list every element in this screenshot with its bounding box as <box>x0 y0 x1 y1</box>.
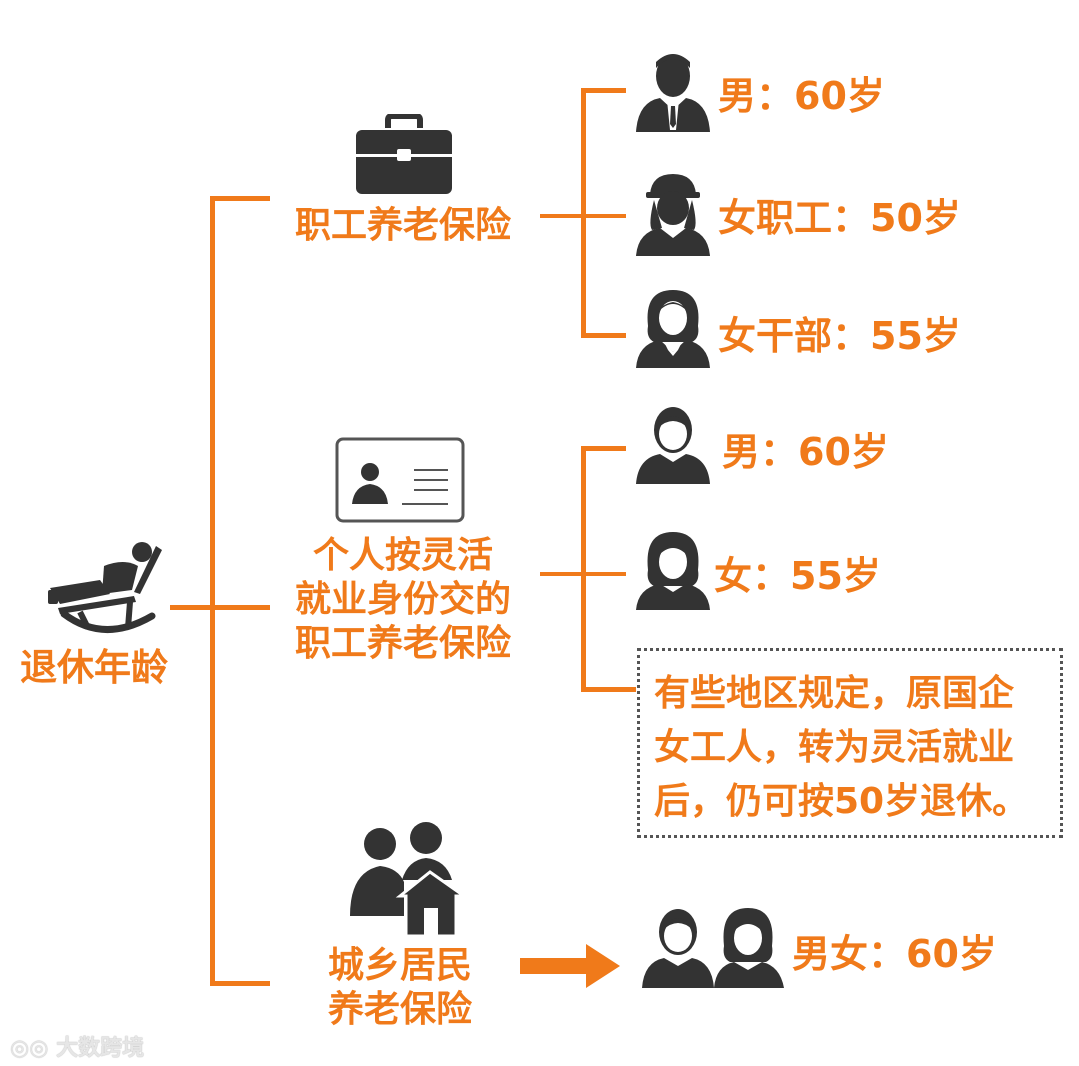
note-line-3: 后，仍可按50岁退休。 <box>654 781 1029 822</box>
branch1-leaf1: 男：60岁 <box>718 74 885 118</box>
branch1-label: 职工养老保险 <box>268 204 538 248</box>
root-label: 退休年龄 <box>20 646 168 689</box>
branch3-label-line-2: 养老保险 <box>327 989 472 1030</box>
trunk-tick-middle <box>210 605 270 610</box>
rocking-chair-icon <box>48 542 162 633</box>
man-icon <box>636 407 710 484</box>
note-line-2: 女工人，转为灵活就业 <box>654 727 1015 768</box>
branch1-leaf2: 女职工：50岁 <box>718 196 961 240</box>
woman-icon <box>636 532 710 610</box>
branch1-tick-3 <box>581 333 626 338</box>
branch1-tick-2 <box>581 214 626 218</box>
branch2-label-line-2: 就业身份交的 <box>294 579 511 620</box>
branch2-leaf2: 女：55岁 <box>714 554 881 598</box>
id-card-icon <box>335 437 465 523</box>
woman-cadre-icon <box>636 290 710 368</box>
watermark-logo-icon: ◎◎ <box>10 1036 57 1061</box>
branch2-label-line-3: 职工养老保险 <box>294 623 511 664</box>
man-woman-pair-icon <box>642 908 784 988</box>
trunk-tick-top <box>210 196 270 201</box>
man-suit-icon <box>636 54 710 132</box>
family-home-icon <box>350 822 469 936</box>
branch2-label-line-1: 个人按灵活 <box>312 535 493 576</box>
branch2-tick-1 <box>581 446 626 451</box>
branch3-leaf1: 男女：60岁 <box>792 932 997 976</box>
branch2-connector <box>540 572 585 576</box>
branch1-bracket <box>581 88 586 338</box>
branch3-label-line-1: 城乡居民 <box>327 945 472 986</box>
arrow-right-icon <box>520 944 620 988</box>
branch1-tick-1 <box>581 88 626 93</box>
root-connector <box>170 605 215 610</box>
branch1-leaf3: 女干部：55岁 <box>718 314 961 358</box>
branch2-tick-3 <box>581 687 636 692</box>
briefcase-icon <box>356 114 452 194</box>
branch2-leaf1: 男：60岁 <box>722 430 889 474</box>
main-trunk <box>210 196 215 986</box>
branch1-label-line: 职工养老保险 <box>294 205 511 246</box>
branch1-connector <box>540 214 585 218</box>
branch2-label: 个人按灵活 就业身份交的 职工养老保险 <box>268 534 538 666</box>
branch2-tick-2 <box>581 572 626 576</box>
watermark: ◎◎ 大数跨境 <box>10 1030 144 1062</box>
trunk-tick-bottom <box>210 981 270 986</box>
regional-note-box: 有些地区规定，原国企 女工人，转为灵活就业 后，仍可按50岁退休。 <box>637 648 1063 838</box>
branch2-bracket <box>581 446 586 692</box>
note-line-1: 有些地区规定，原国企 <box>654 673 1015 714</box>
branch3-label: 城乡居民 养老保险 <box>300 944 500 1032</box>
watermark-text: 大数跨境 <box>56 1036 145 1061</box>
worker-helmet-icon <box>636 174 710 256</box>
